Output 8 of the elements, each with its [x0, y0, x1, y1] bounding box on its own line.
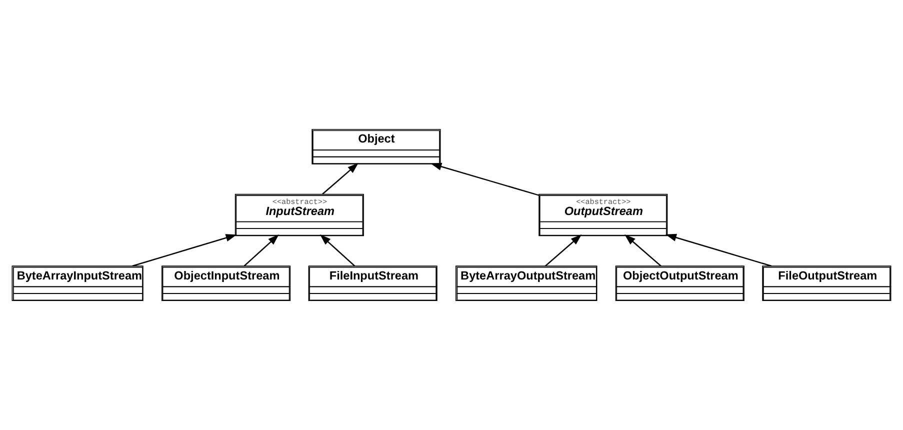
- arrow: [320, 234, 356, 266]
- arrow: [665, 234, 772, 267]
- arrow: [624, 234, 662, 266]
- arrow: [244, 234, 279, 266]
- arrow: [132, 234, 237, 267]
- arrow: [430, 162, 540, 196]
- arrow: [544, 234, 582, 266]
- arrow: [322, 162, 358, 195]
